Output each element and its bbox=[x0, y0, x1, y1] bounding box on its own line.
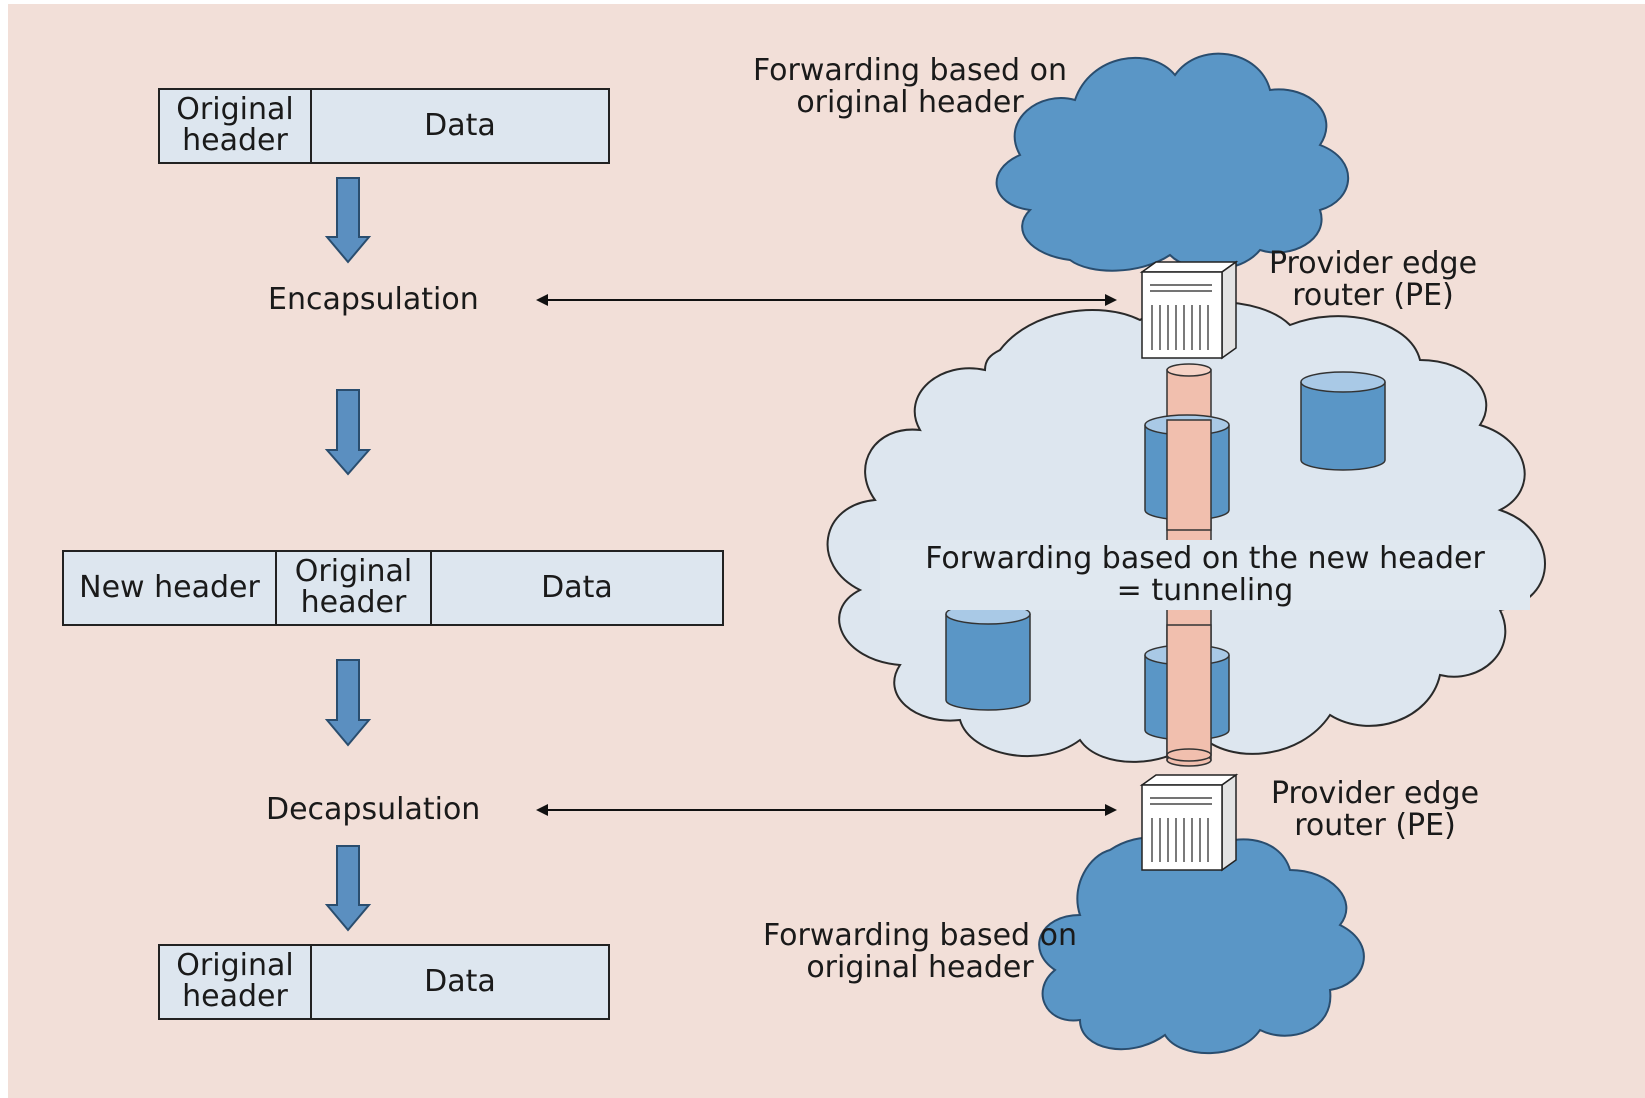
encapsulation-label: Encapsulation bbox=[268, 282, 479, 317]
original-header-cell: Original header bbox=[275, 552, 430, 624]
data-cell: Data bbox=[430, 552, 722, 624]
bottom-network-cloud bbox=[1038, 836, 1365, 1055]
new-header-cell: New header bbox=[79, 569, 260, 605]
down-arrow-icon bbox=[324, 177, 372, 264]
tunneling-label-line2: = tunneling bbox=[1116, 573, 1294, 608]
provider-edge-router-icon bbox=[1139, 773, 1239, 872]
original-header-cell: Original header bbox=[176, 92, 294, 158]
packet-original: Original header Data bbox=[158, 88, 610, 164]
original-header-cell: Original header bbox=[176, 948, 294, 1014]
core-router-icon bbox=[945, 603, 1031, 711]
packet-decapsulated: Original header Data bbox=[158, 944, 610, 1020]
data-cell: Data bbox=[310, 946, 608, 1018]
down-arrow-icon bbox=[324, 659, 372, 747]
provider-edge-router-icon bbox=[1139, 260, 1239, 360]
tunneling-label-line1: Forwarding based on the new header bbox=[925, 541, 1485, 576]
pe-top-label: Provider edge router (PE) bbox=[1268, 246, 1478, 313]
data-cell: Data bbox=[310, 90, 608, 162]
top-network-cloud bbox=[995, 52, 1350, 272]
top-cloud-label: Forwarding based on original header bbox=[752, 53, 1068, 120]
down-arrow-icon bbox=[324, 845, 372, 932]
pe-bottom-label: Provider edge router (PE) bbox=[1270, 776, 1480, 843]
core-router-icon bbox=[1300, 371, 1386, 471]
packet-encapsulated: New header Original header Data bbox=[62, 550, 724, 626]
tunneling-label: Forwarding based on the new header = tun… bbox=[880, 540, 1530, 610]
bottom-cloud-label: Forwarding based on original header bbox=[762, 918, 1078, 985]
decapsulation-label: Decapsulation bbox=[266, 792, 481, 827]
down-arrow-icon bbox=[324, 389, 372, 476]
